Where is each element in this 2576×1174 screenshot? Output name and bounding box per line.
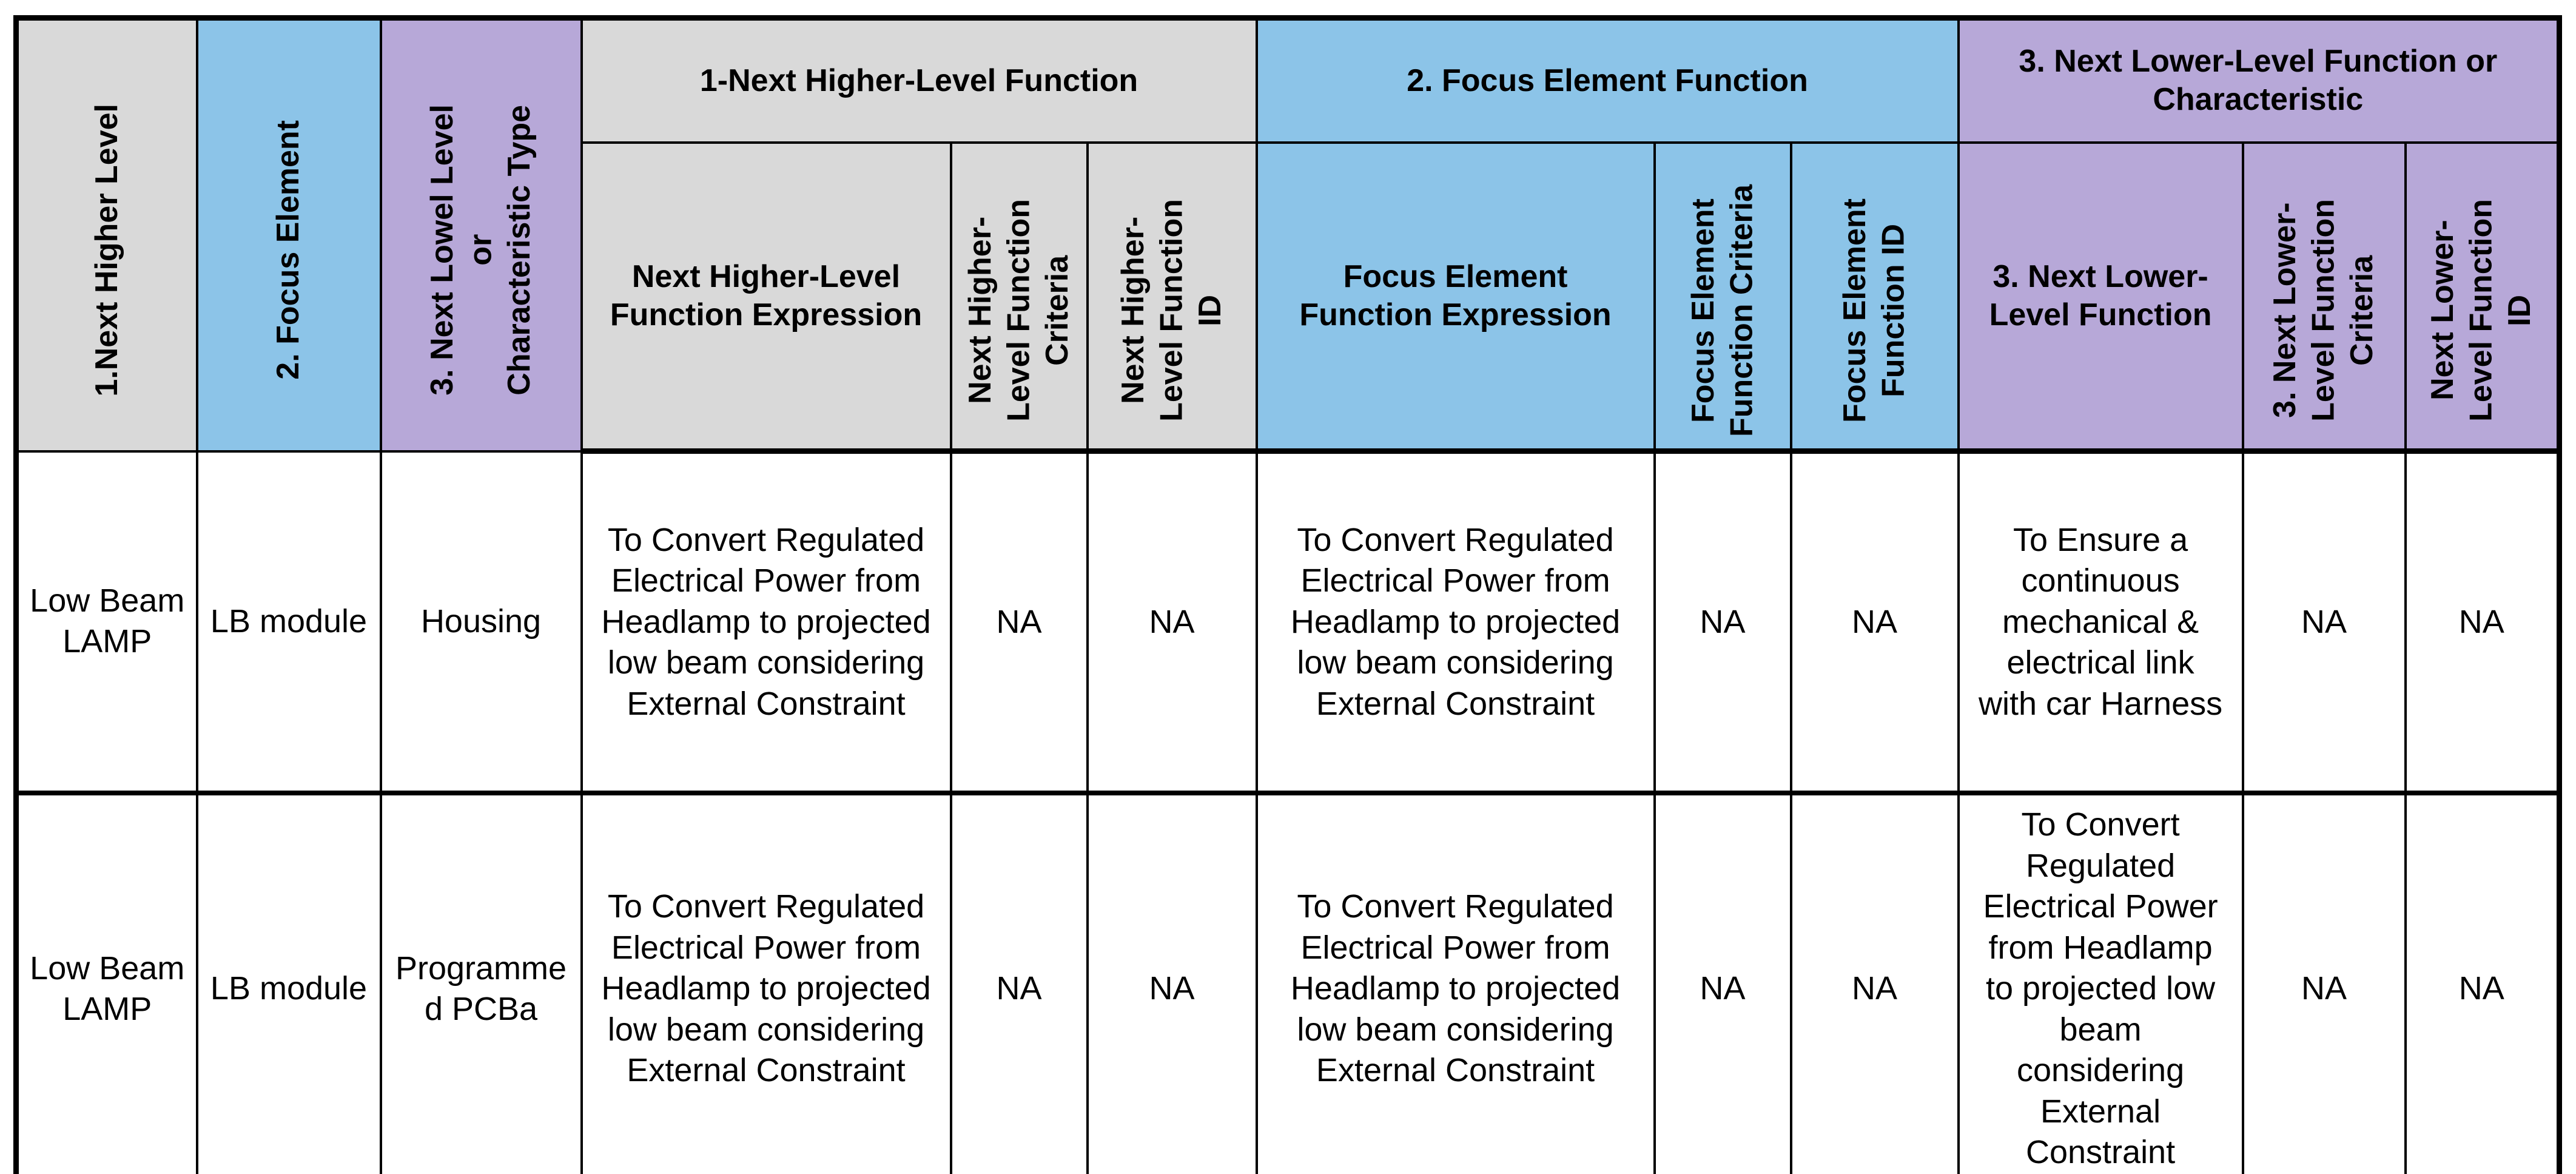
- column-header-focus-element-label: 2. Focus Element: [271, 120, 306, 380]
- cell-focus-element: LB module: [195, 791, 382, 1174]
- subheader-next-higher-level-function-id-label: Next Higher- Level Function ID: [1115, 199, 1228, 422]
- subheader-focus-element-function-criteria: Focus Element Function Criteria: [1653, 141, 1792, 454]
- subheader-focus-element-function-expression: Focus Element Function Expression: [1255, 141, 1656, 454]
- subheader-focus-element-function-id-label: Focus Element Function ID: [1837, 198, 1911, 423]
- group-header-focus-element-function: 2. Focus Element Function: [1255, 16, 1960, 144]
- cell-next-lower-level-function-criteria: NA: [2241, 450, 2407, 795]
- subheader-next-lower-level-function-id: Next Lower- Level Function ID: [2404, 141, 2561, 454]
- column-header-next-higher-level-label: 1.Next Higher Level: [89, 103, 125, 397]
- cell-focus-element-function-expression: To Convert Regulated Electrical Power fr…: [1255, 450, 1656, 795]
- subheader-next-lower-level-function-id-label: Next Lower- Level Function ID: [2425, 199, 2538, 422]
- cell-next-higher-level-function-criteria: NA: [949, 450, 1089, 795]
- subheader-next-higher-level-function-criteria-label: Next Higher- Level Function Criteria: [962, 199, 1075, 422]
- cell-next-lower-level-function: To Ensure a continuous mechanical & elec…: [1957, 450, 2244, 795]
- column-header-next-lowel-level-label: 3. Next Lowel Level or Characteristic Ty…: [424, 104, 537, 396]
- cell-next-higher-level: Low Beam LAMP: [15, 450, 198, 795]
- subheader-next-lower-level-function-criteria-label: 3. Next Lower- Level Function Criteria: [2267, 199, 2380, 422]
- group-header-next-lower-level-function-or-characteristic: 3. Next Lower-Level Function or Characte…: [1957, 16, 2561, 144]
- cell-next-higher-level-function-criteria: NA: [949, 791, 1089, 1174]
- cell-next-higher-level-function-id: NA: [1086, 450, 1258, 795]
- cell-focus-element-function-id: NA: [1789, 791, 1960, 1174]
- cell-next-lower-level-function-id: NA: [2404, 791, 2561, 1174]
- cell-focus-element: LB module: [195, 450, 382, 795]
- subheader-next-higher-level-function-criteria: Next Higher- Level Function Criteria: [949, 141, 1089, 454]
- cell-next-lower-level-function-criteria: NA: [2241, 791, 2407, 1174]
- cell-focus-element-function-expression: To Convert Regulated Electrical Power fr…: [1255, 791, 1656, 1174]
- subheader-focus-element-function-id: Focus Element Function ID: [1789, 141, 1960, 454]
- cell-next-lower-level-function-id: NA: [2404, 450, 2561, 795]
- column-header-next-lowel-level-or-characteristic-type: 3. Next Lowel Level or Characteristic Ty…: [379, 16, 583, 453]
- cell-characteristic: Housing: [379, 450, 583, 795]
- group-header-next-higher-level-function: 1-Next Higher-Level Function: [580, 16, 1258, 144]
- sub-header-row: Next Higher-Level Function Expression Ne…: [16, 141, 2561, 454]
- cell-next-lower-level-function: To Convert Regulated Electrical Power fr…: [1957, 791, 2244, 1174]
- subheader-next-lower-level-function-criteria: 3. Next Lower- Level Function Criteria: [2241, 141, 2407, 454]
- subheader-next-higher-level-function-expression: Next Higher-Level Function Expression: [580, 141, 952, 454]
- cell-next-higher-level-function-id: NA: [1086, 791, 1258, 1174]
- cell-focus-element-function-id: NA: [1789, 450, 1960, 795]
- table-row: Low Beam LAMP LB module Programme d PCBa…: [15, 791, 2561, 1174]
- cell-next-higher-level: Low Beam LAMP: [15, 791, 198, 1174]
- column-header-next-higher-level: 1.Next Higher Level: [15, 16, 198, 453]
- cell-next-higher-level-function-expression: To Convert Regulated Electrical Power fr…: [580, 791, 952, 1174]
- cell-next-higher-level-function-expression: To Convert Regulated Electrical Power fr…: [580, 450, 952, 795]
- subheader-next-higher-level-function-id: Next Higher- Level Function ID: [1086, 141, 1258, 454]
- group-header-row: 1.Next Higher Level 2. Focus Element 3. …: [15, 16, 2561, 453]
- cell-focus-element-function-criteria: NA: [1653, 450, 1792, 795]
- cell-characteristic: Programme d PCBa: [379, 791, 583, 1174]
- subheader-focus-element-function-criteria-label: Focus Element Function Criteria: [1685, 184, 1760, 437]
- table-row: Low Beam LAMP LB module Housing To Conve…: [15, 450, 2561, 795]
- column-header-focus-element: 2. Focus Element: [195, 16, 382, 453]
- subheader-next-lower-level-function: 3. Next Lower- Level Function: [1957, 141, 2244, 454]
- cell-focus-element-function-criteria: NA: [1653, 791, 1792, 1174]
- function-analysis-table: 1.Next Higher Level 2. Focus Element 3. …: [13, 15, 2563, 1174]
